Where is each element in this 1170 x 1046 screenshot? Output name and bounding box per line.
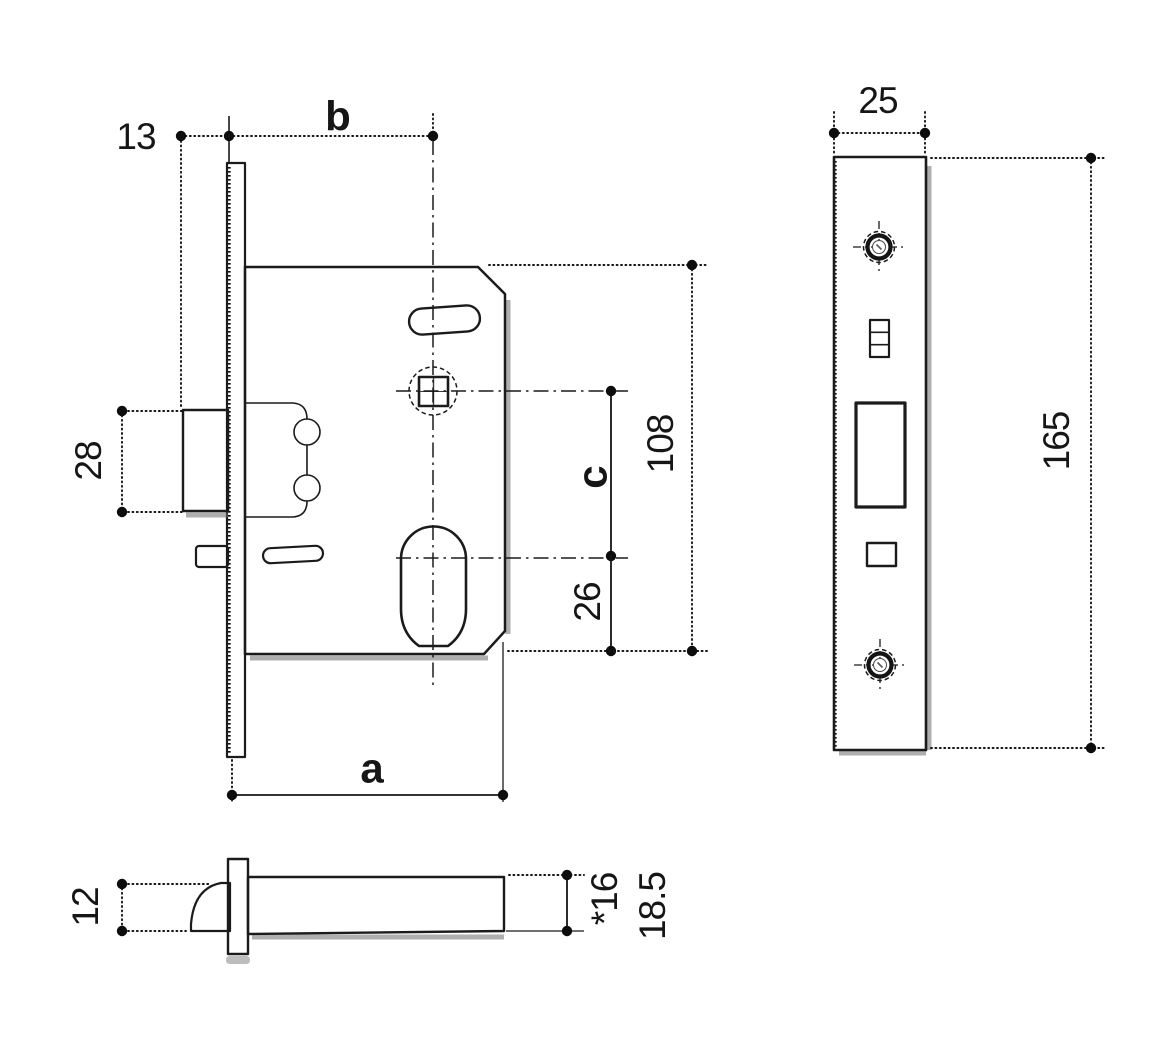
fixing-slot-top [407, 304, 482, 336]
dim-endpoint-dot [116, 405, 128, 417]
cylinder-hole [399, 525, 468, 648]
dim-label-13: 13 [116, 116, 155, 157]
spindle-square-hole [417, 375, 450, 408]
front-view [181, 140, 628, 759]
dim-label-25: 25 [858, 80, 898, 121]
guide-pin [194, 544, 230, 569]
screw-hole-top [853, 221, 905, 273]
dim-endpoint-dot [175, 130, 187, 142]
mechanism-pivot-top [293, 418, 321, 446]
screw-hole-bottom [854, 639, 906, 691]
dim-endpoint-dot [116, 506, 128, 518]
dim-endpoint-dot [561, 925, 573, 937]
dim-label-18-5: 18.5 [632, 872, 673, 940]
dim-endpoint-dot [686, 645, 698, 657]
dim-endpoint-dot [427, 130, 439, 142]
latch-window [868, 318, 891, 359]
screw-ring [866, 651, 894, 679]
dim-endpoint-dot [1085, 152, 1097, 164]
fixing-slot-bottom [261, 544, 325, 565]
dim-endpoint-dot [919, 127, 931, 139]
deadbolt-window [854, 401, 907, 509]
latch-bolt-body [246, 875, 506, 936]
latch-bolt-front [181, 408, 230, 513]
dim-endpoint-dot [1085, 742, 1097, 754]
mechanism-pivot-bottom [293, 474, 321, 502]
dim-label-28: 28 [68, 441, 109, 480]
side-view-dimensions: 25 165 [828, 80, 1105, 754]
dim-endpoint-dot [116, 878, 128, 890]
side-view [832, 155, 932, 756]
dim-label-a: a [360, 745, 384, 792]
screw-target-circle [863, 648, 897, 682]
faceplate-bar [226, 857, 250, 956]
screw-slot [875, 243, 883, 251]
dim-label-16: *16 [584, 873, 625, 926]
dim-endpoint-dot [605, 385, 617, 397]
dim-endpoint-dot [828, 127, 840, 139]
faceplate-side [832, 155, 928, 752]
dim-label-b: b [325, 93, 351, 140]
dim-label-12: 12 [65, 887, 106, 926]
latch-bottom-view: 12 *16 18.5 [65, 857, 673, 964]
dim-endpoint-dot [561, 869, 573, 881]
faceplate-bar-shadow [226, 956, 250, 964]
latch-mechanism-outline [246, 402, 308, 518]
dim-endpoint-dot [226, 789, 238, 801]
dim-label-c: c [569, 465, 616, 488]
screw-slot [876, 661, 884, 669]
front-view-dimensions: 13 b 28 a c 26 108 [68, 93, 708, 803]
screw-target-circle [862, 230, 896, 264]
dim-label-26: 26 [567, 582, 608, 621]
auxiliary-window [865, 541, 898, 568]
dim-endpoint-dot [116, 925, 128, 937]
screw-ring [865, 233, 893, 261]
dim-label-108: 108 [640, 415, 681, 474]
latch-bolt-tip [189, 881, 232, 933]
dim-endpoint-dot [497, 789, 509, 801]
dim-label-165: 165 [1036, 411, 1077, 470]
dim-endpoint-dot [686, 259, 698, 271]
